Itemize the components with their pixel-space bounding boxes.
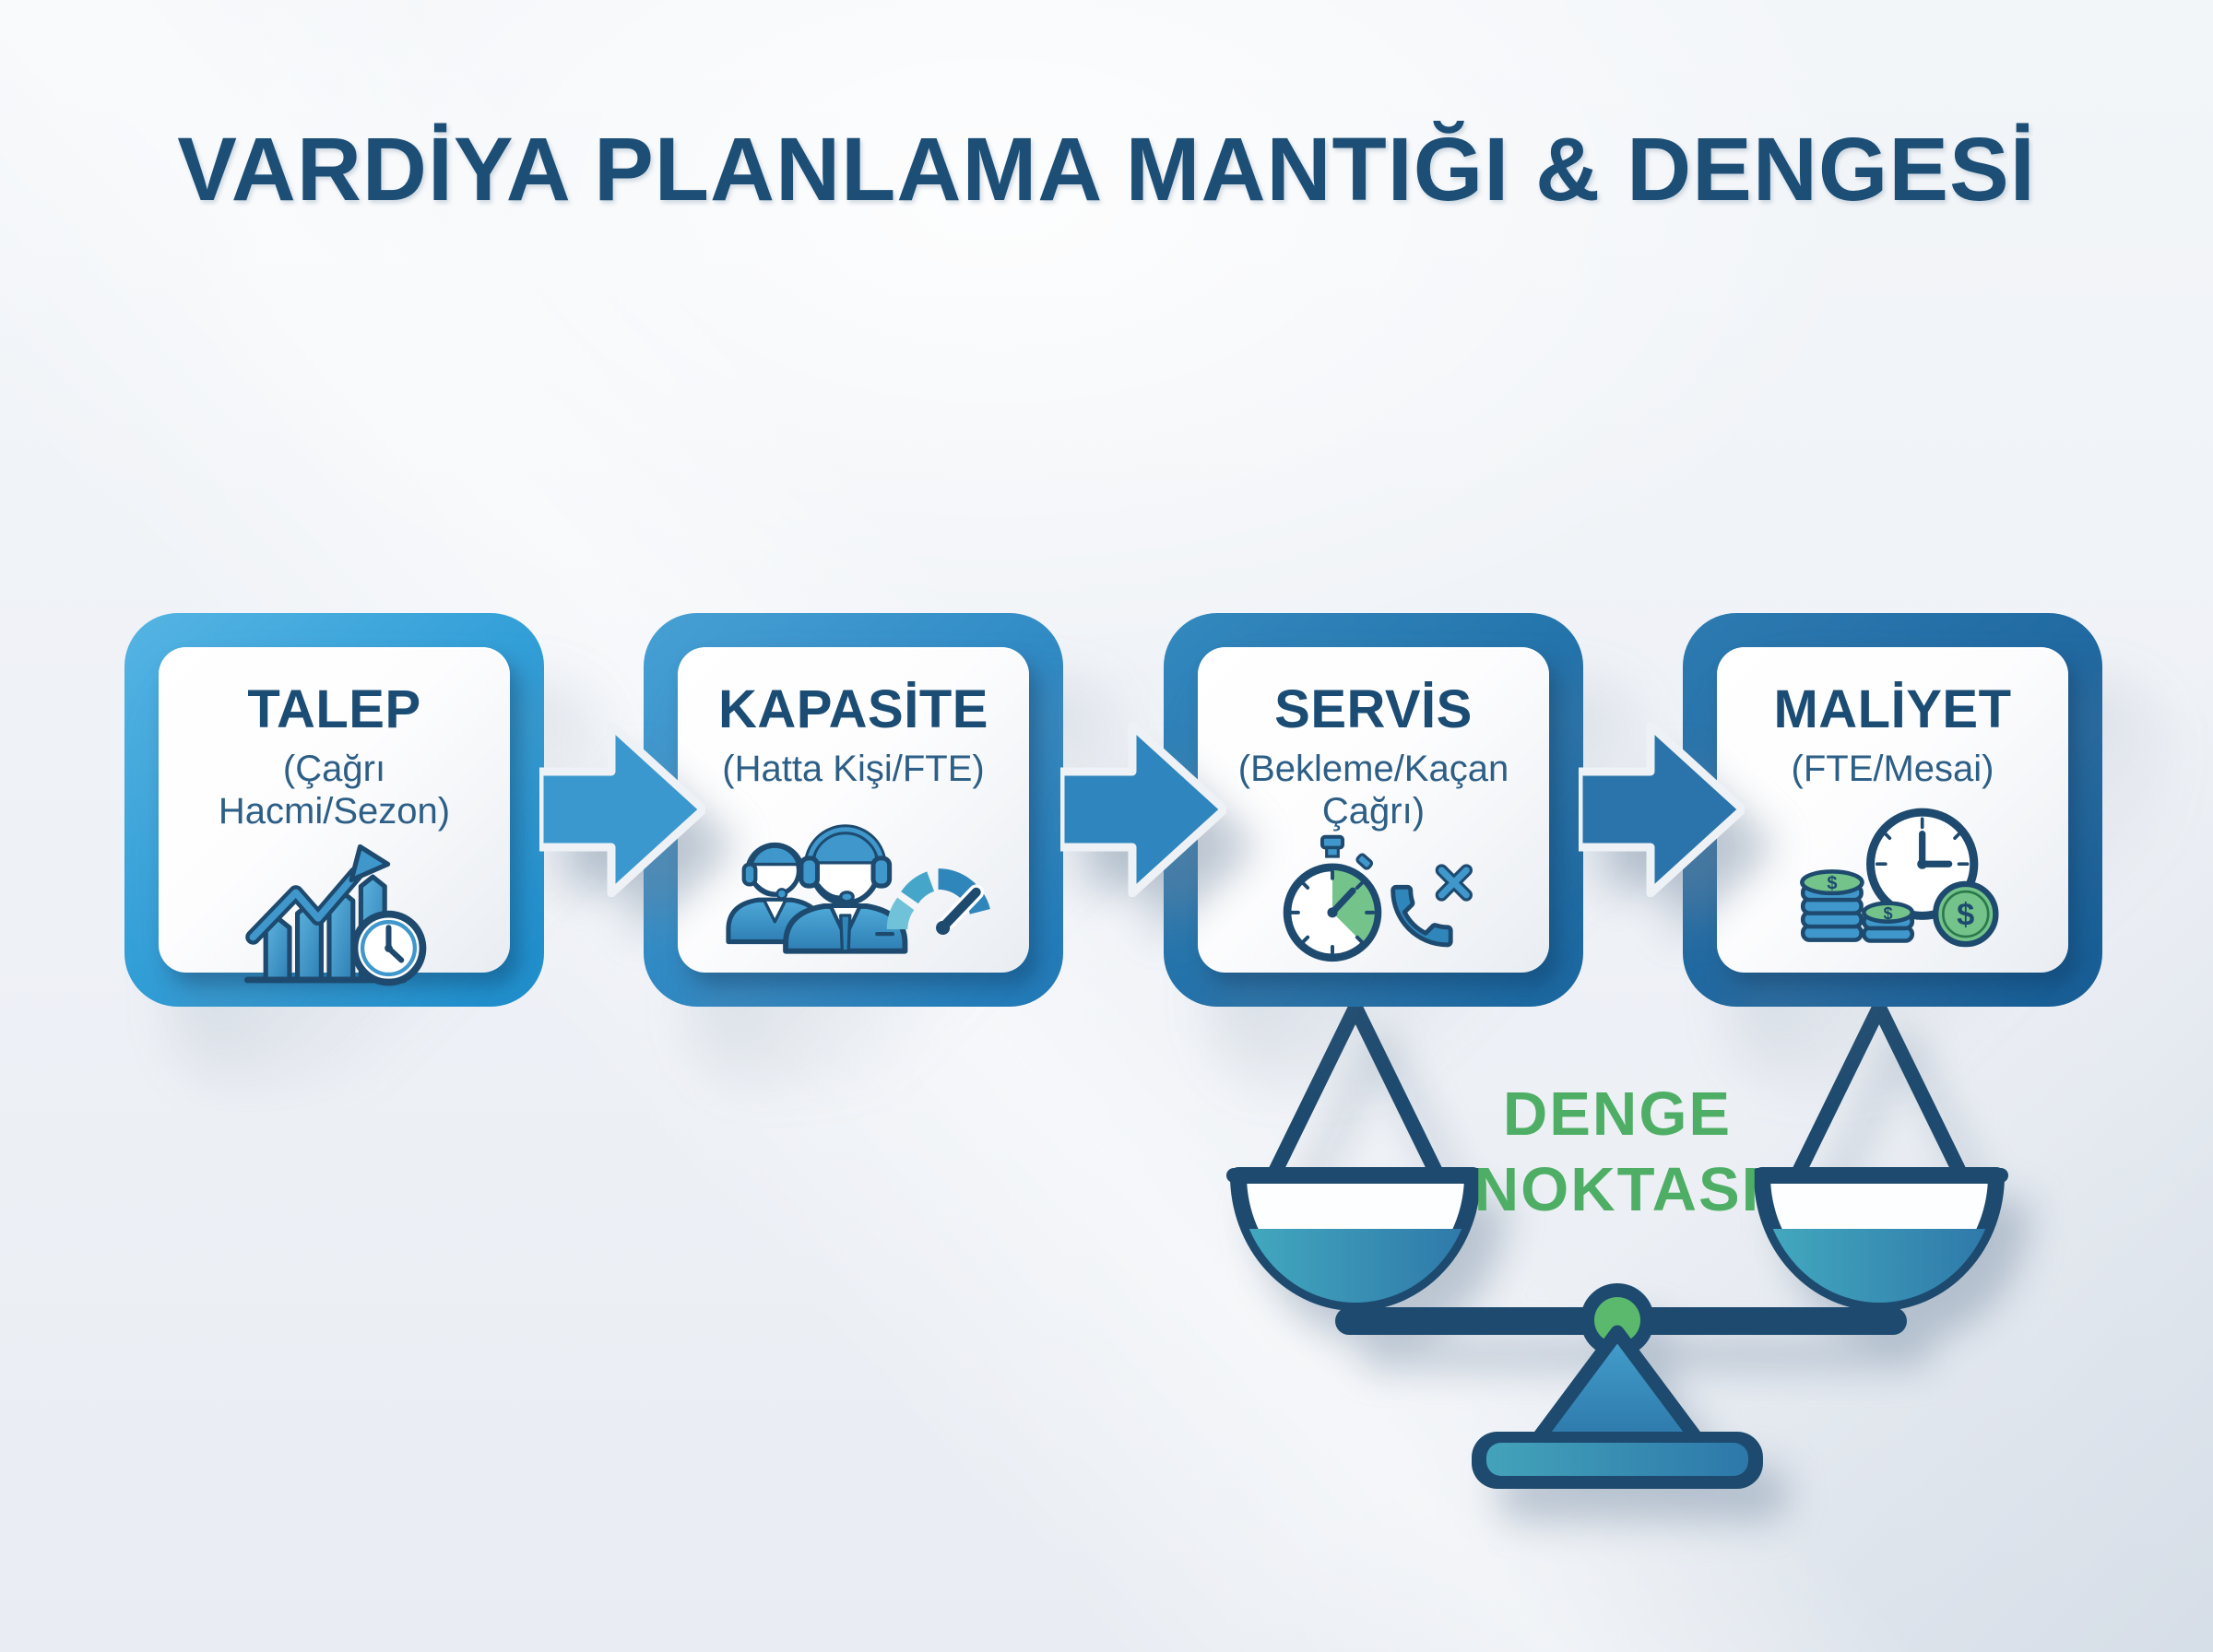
balance-label: DENGE NOKTASI (1474, 1077, 1761, 1227)
step-card-kapasite: KAPASİTE (Hatta Kişi/FTE) (644, 613, 1063, 1007)
step-subtitle-line: Çağrı) (1321, 791, 1426, 832)
step-card-maliyet: MALİYET (FTE/Mesai) (1683, 613, 2102, 1007)
flow-arrow-3 (1579, 722, 1745, 897)
balance-scale-icon (1226, 1000, 2019, 1489)
svg-text:$: $ (1883, 904, 1892, 923)
step-card-servis-inner: SERVİS (Bekleme/Kaçan Çağrı) (1198, 647, 1549, 973)
stopwatch-missed-call-icon (1240, 832, 1508, 971)
svg-text:$: $ (1957, 897, 1974, 932)
call-agents-gauge-icon (688, 799, 1020, 954)
step-subtitle-line: (Çağrı Hacmi/Sezon) (218, 749, 451, 832)
balance-label-line2: NOKTASI (1473, 1154, 1761, 1224)
step-card-talep-inner: TALEP (Çağrı Hacmi/Sezon) (159, 647, 510, 986)
step-title: MALİYET (1773, 679, 2012, 739)
step-card-kapasite-inner: KAPASİTE (Hatta Kişi/FTE) (678, 647, 1029, 973)
step-subtitle: (FTE/Mesai) (1792, 748, 1994, 790)
balance-label-line1: DENGE (1502, 1080, 1733, 1149)
step-card-maliyet-inner: MALİYET (FTE/Mesai) (1717, 647, 2068, 973)
flow-arrow-2 (1060, 722, 1226, 897)
step-card-servis: SERVİS (Bekleme/Kaçan Çağrı) (1164, 613, 1583, 1007)
step-subtitle: (Hatta Kişi/FTE) (722, 748, 984, 790)
step-subtitle-line: (Bekleme/Kaçan (1237, 749, 1509, 789)
page-title: VARDİYA PLANLAMA MANTIĞI & DENGESİ (177, 119, 2036, 219)
flow-arrow-1 (539, 722, 705, 897)
step-subtitle-line: (FTE/Mesai) (1791, 749, 1994, 789)
step-card-talep: TALEP (Çağrı Hacmi/Sezon) (124, 613, 544, 1007)
step-subtitle: (Çağrı Hacmi/Sezon) (177, 748, 491, 832)
svg-text:$: $ (1827, 873, 1837, 893)
step-title: KAPASİTE (718, 679, 988, 739)
coins-clock-icon: $ $ $ (1769, 796, 2018, 954)
step-title: TALEP (247, 679, 421, 739)
step-title: SERVİS (1274, 679, 1473, 739)
step-subtitle-line: (Hatta Kişi/FTE) (722, 749, 985, 789)
growth-chart-clock-icon (219, 832, 450, 991)
step-subtitle: (Bekleme/Kaçan Çağrı) (1238, 748, 1509, 832)
